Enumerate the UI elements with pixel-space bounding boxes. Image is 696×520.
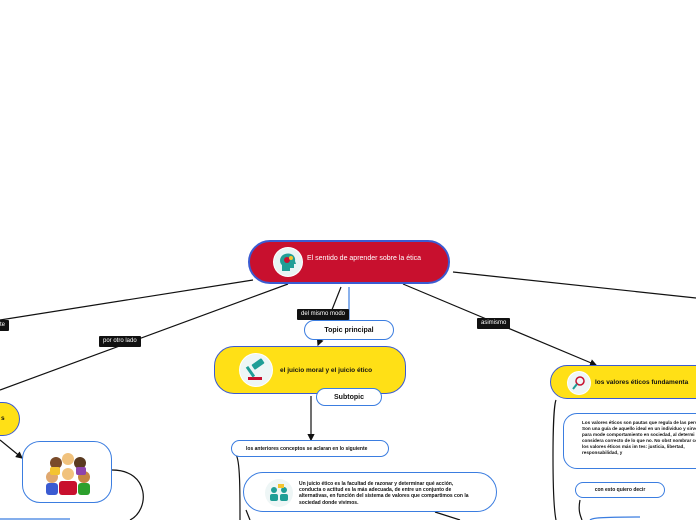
root-title: El sentido de aprender sobre la ética bbox=[307, 255, 422, 262]
valores-description-text: Los valores éticos son pautas que regula… bbox=[582, 420, 696, 455]
left-topic-title: s bbox=[1, 415, 5, 422]
children-image-node[interactable] bbox=[22, 441, 112, 503]
topic-principal-node[interactable]: Topic principal bbox=[304, 320, 394, 340]
juicio-moral-node[interactable]: el juicio moral y el juicio ético bbox=[214, 346, 406, 394]
subtopic-label: Subtopic bbox=[334, 393, 364, 401]
conceptos-label: los anteriores conceptos se aclaran en l… bbox=[246, 445, 368, 452]
gavel-icon bbox=[239, 353, 273, 387]
juicio-etico-node[interactable]: Un juicio ético es la facultad de razona… bbox=[243, 472, 497, 512]
conceptos-node[interactable]: los anteriores conceptos se aclaran en l… bbox=[231, 440, 389, 457]
people-discussion-icon bbox=[264, 478, 294, 508]
con-esto-label: con esto quiero decir bbox=[594, 487, 646, 493]
connector-label-asimismo: asimismo bbox=[477, 318, 511, 329]
root-topic[interactable]: El sentido de aprender sobre la ética bbox=[248, 240, 450, 284]
valores-eticos-title: los valores éticos fundamenta bbox=[595, 379, 689, 386]
magnifier-icon bbox=[567, 371, 591, 395]
juicio-moral-title: el juicio moral y el juicio ético bbox=[280, 367, 373, 374]
con-esto-node[interactable]: con esto quiero decir bbox=[575, 482, 665, 498]
valores-description-node[interactable]: Los valores éticos son pautas que regula… bbox=[563, 413, 696, 469]
children-group-icon bbox=[42, 447, 94, 499]
connector-label-del-mismo-modo: del mismo modo bbox=[297, 309, 350, 320]
connector-label-left: rte bbox=[0, 320, 10, 331]
topic-principal-label: Topic principal bbox=[324, 326, 374, 334]
brain-gears-icon bbox=[273, 247, 303, 277]
subtopic-node[interactable]: Subtopic bbox=[316, 388, 382, 406]
juicio-etico-text: Un juicio ético es la facultad de razona… bbox=[299, 481, 469, 506]
valores-eticos-node[interactable]: los valores éticos fundamenta bbox=[550, 365, 696, 399]
connector-label-por-otro-lado: por otro lado bbox=[99, 336, 141, 347]
